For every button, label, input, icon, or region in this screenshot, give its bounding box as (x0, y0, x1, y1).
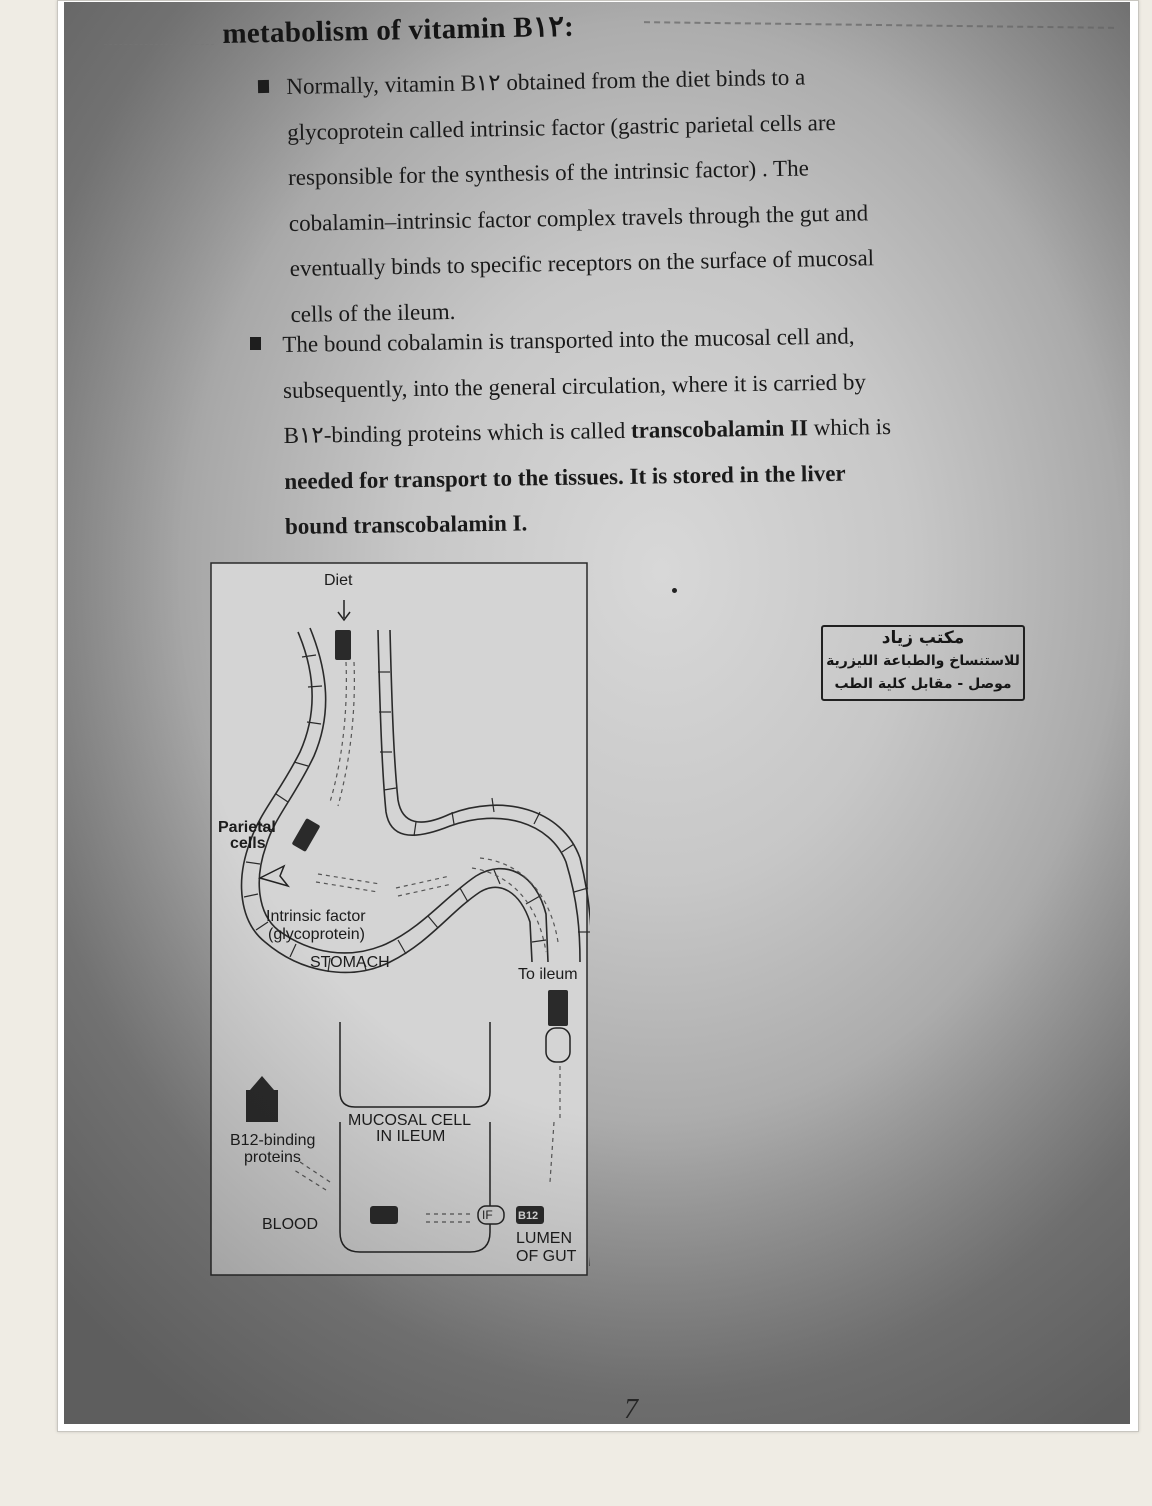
document-photo: metabolism of vitamin B١٢: Normally, vit… (64, 2, 1130, 1424)
page-number: 7 (624, 1394, 638, 1424)
stomach-label: STOMACH (310, 954, 390, 971)
parietal-cells-label: cells (230, 835, 266, 852)
paragraph-1: Normally, vitamin B١٢ obtained from the … (286, 51, 991, 337)
stamp-line-2: للاستنساخ والطباعة الليزرية (826, 653, 1020, 669)
to-ileum-label: To ileum (518, 966, 578, 983)
paragraph-2-line: bound transcobalamin I. (284, 510, 528, 539)
left-dash-rule (104, 44, 214, 45)
lumen-label: LUMEN (516, 1230, 573, 1247)
paragraph-2: The bound cobalamin is transported into … (282, 312, 987, 550)
blood-label: BLOOD (262, 1216, 319, 1233)
title-dash-rule (644, 21, 1114, 29)
of-gut-label: OF GUT (516, 1248, 577, 1265)
parietal-label: Parietal (218, 819, 276, 836)
proteins-label: proteins (244, 1149, 301, 1166)
stamp-line-1: مكتب زياد (881, 628, 965, 648)
b12-binding-label: B12-binding (230, 1132, 316, 1149)
if-tag-label: IF (482, 1208, 493, 1222)
intrinsic-factor-label: Intrinsic factor (266, 908, 366, 925)
glycoprotein-label: (glycoprotein) (268, 926, 365, 943)
b12-tag-label: B12 (518, 1210, 539, 1222)
stamp-line-3: موصل - مقابل كلية الطب (834, 676, 1012, 692)
section-title: metabolism of vitamin B١٢: (222, 10, 575, 50)
in-ileum-label: IN ILEUM (376, 1128, 446, 1145)
bullet-square-icon (257, 79, 270, 94)
bullet-square-icon (250, 337, 261, 350)
mucosal-cell-label: MUCOSAL CELL (348, 1112, 471, 1129)
diet-label: Diet (324, 572, 353, 589)
shop-stamp: مكتب زياد للاستنساخ والطباعة الليزرية مو… (821, 625, 1025, 701)
transcobalamin-bold: transcobalamin II (630, 415, 809, 443)
diagram-drawing (210, 562, 593, 1276)
b12-absorption-diagram: Diet Parietal cells Intrinsic factor (gl… (210, 562, 593, 1278)
ink-dot (672, 588, 677, 593)
